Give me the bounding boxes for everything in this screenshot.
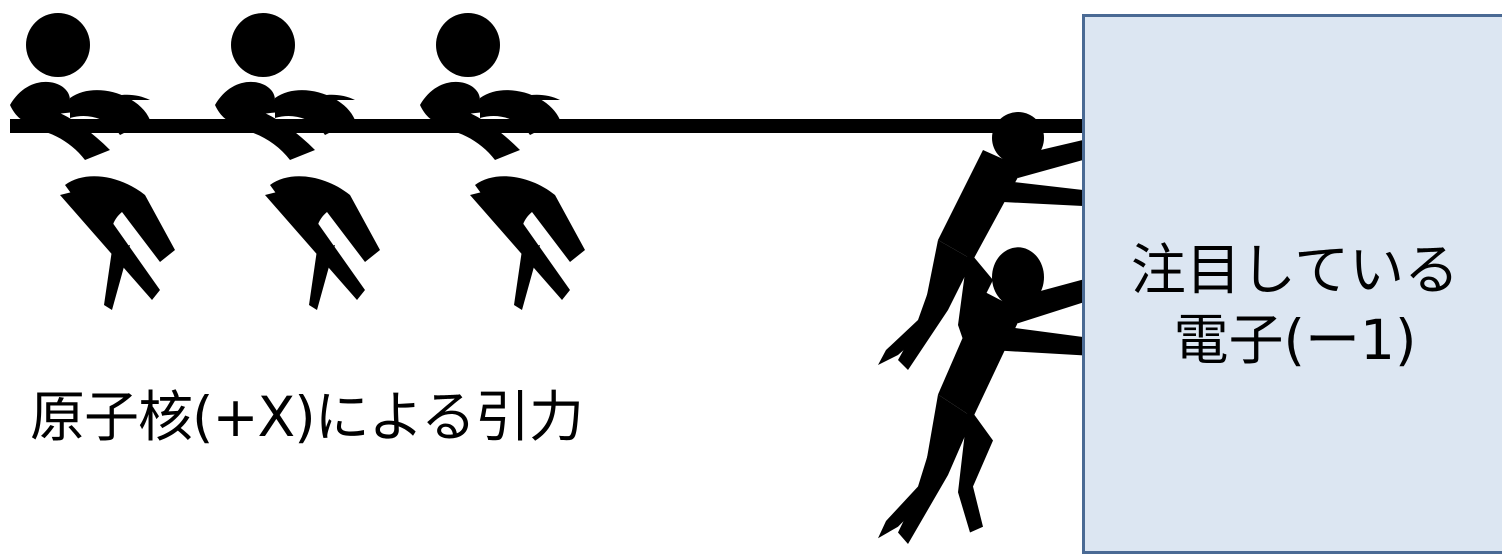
puller-figure-3 (420, 13, 585, 310)
electron-label-line1: 注目している (1130, 238, 1460, 302)
electron-box: 注目している 電子(ー1) (1082, 14, 1502, 554)
electron-label-line2: 電子(ー1) (1173, 308, 1417, 372)
puller-figure-2 (215, 13, 380, 310)
puller-figure-1 (10, 13, 175, 310)
nucleus-attraction-label: 原子核(+X)による引力 (30, 385, 584, 449)
electron-label: 注目している 電子(ー1) (1085, 235, 1502, 375)
